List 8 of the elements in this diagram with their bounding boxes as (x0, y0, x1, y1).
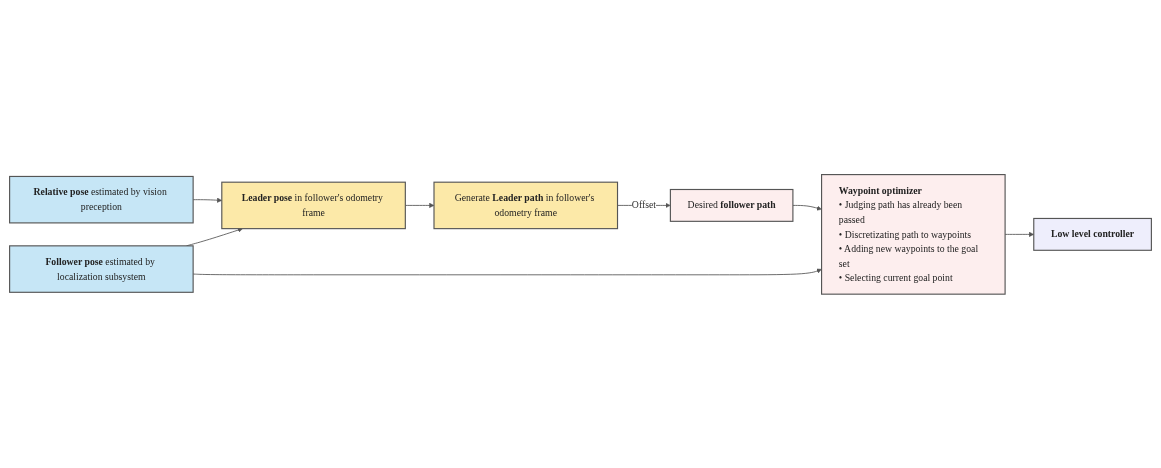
node-box: Leader pose in follower's odometry frame (221, 181, 406, 229)
node-box: Waypoint optimizer • Judging path has already been passed • Discretizating path to waypoints • Adding new waypoints to the goal set • Selecting current goal point (821, 173, 1006, 295)
node-box: Low level controller (1033, 217, 1152, 251)
node-box: Generate Leader path in follower's odometry frame (433, 181, 619, 229)
node-box: Relative pose estimated by vision preception (9, 175, 194, 224)
node-box: Desired follower path (669, 188, 794, 222)
node-box: Follower pose estimated by localization subsystem (9, 244, 194, 293)
edge-label: Offset (631, 199, 657, 211)
